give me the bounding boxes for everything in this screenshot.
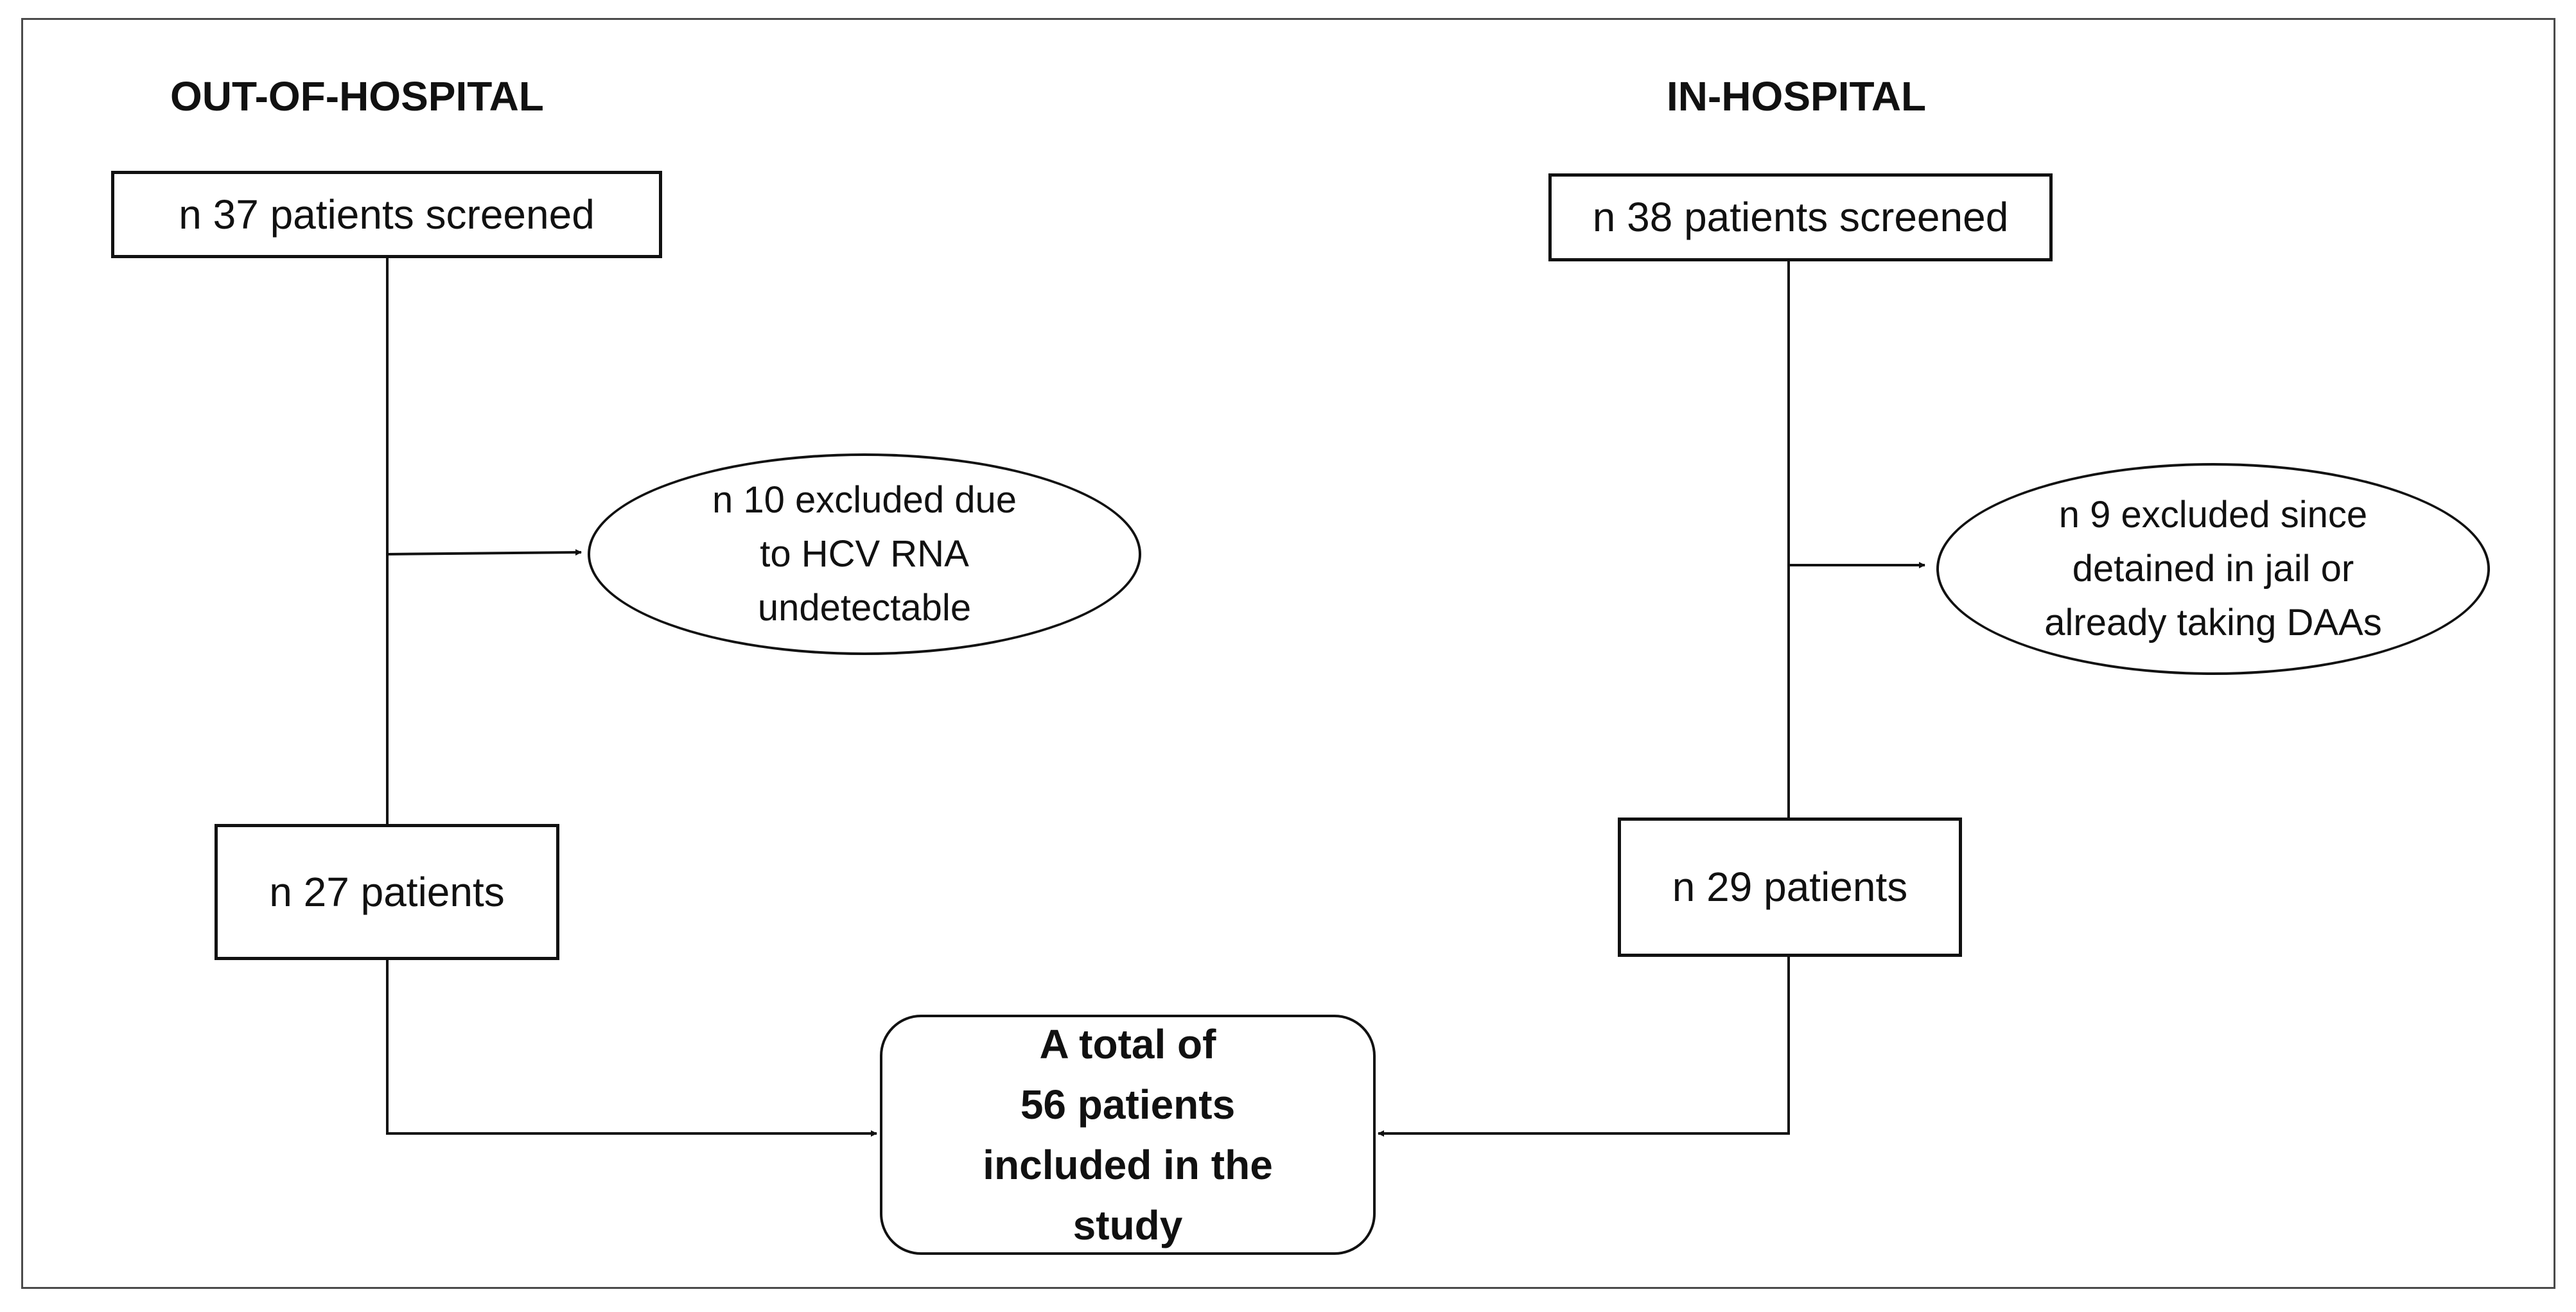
in-hospital-to-total-arrow <box>1378 957 1790 1137</box>
in-hospital-remaining-text: n 29 patients <box>1672 864 1908 911</box>
figure-frame <box>21 18 2555 1289</box>
out-of-hospital-to-total-arrow <box>386 960 877 1137</box>
out-of-hospital-exclusion-text: n 10 excluded due to HCV RNA undetectabl… <box>712 478 1017 629</box>
out-of-hospital-remaining-box: n 27 patients <box>215 824 559 960</box>
in-hospital-heading: IN-HOSPITAL <box>1667 73 1927 119</box>
total-included-text: A total of 56 patients included in the s… <box>983 1020 1273 1249</box>
out-of-hospital-screened-box: n 37 patients screened <box>111 171 662 258</box>
in-hospital-exclusion-text: n 9 excluded since detained in jail or a… <box>2044 493 2382 644</box>
out-of-hospital-screened-text: n 37 patients screened <box>179 191 595 238</box>
in-hospital-exclusion-ellipse: n 9 excluded since detained in jail or a… <box>1936 463 2490 675</box>
out-of-hospital-heading: OUT-OF-HOSPITAL <box>170 73 544 119</box>
in-hospital-screened-text: n 38 patients screened <box>1592 194 2009 241</box>
out-of-hospital-remaining-text: n 27 patients <box>269 868 505 915</box>
total-included-box: A total of 56 patients included in the s… <box>880 1015 1376 1255</box>
out-of-hospital-exclusion-ellipse: n 10 excluded due to HCV RNA undetectabl… <box>588 453 1141 655</box>
in-hospital-remaining-box: n 29 patients <box>1618 818 1962 957</box>
out-of-hospital-exclusion-arrow <box>387 549 582 556</box>
in-hospital-screened-box: n 38 patients screened <box>1548 173 2053 261</box>
